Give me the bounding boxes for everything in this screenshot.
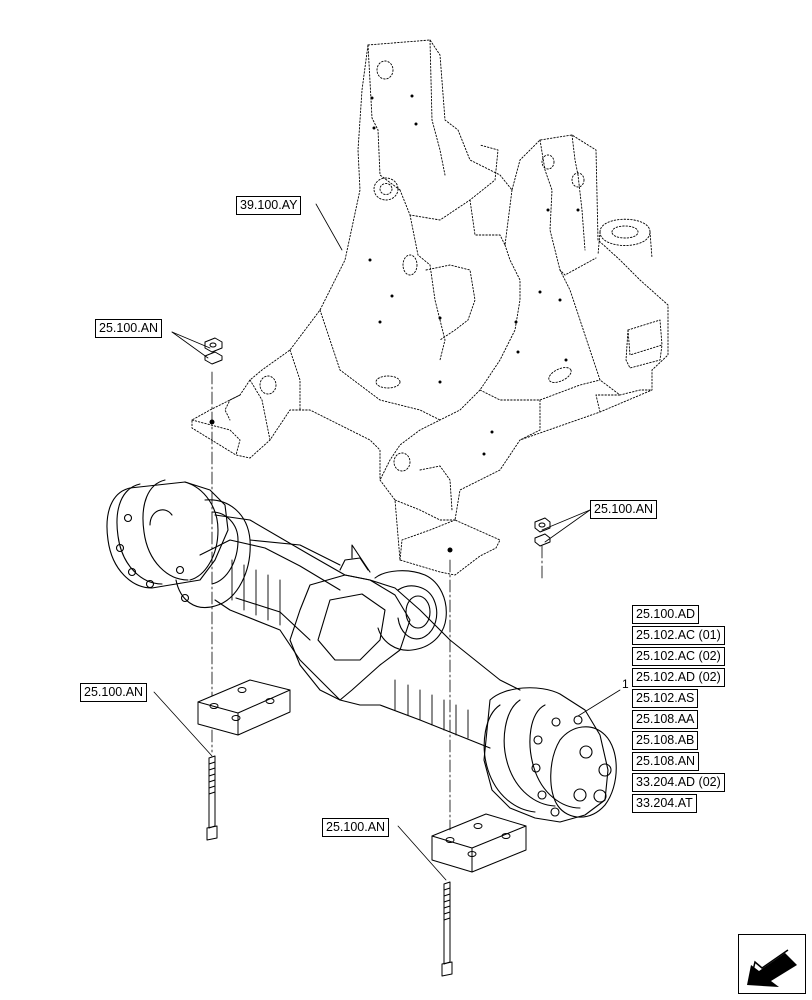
upper-left-nuts <box>204 337 223 365</box>
reference-list-item[interactable]: 33.204.AT <box>632 794 697 813</box>
frame-mount-holes <box>209 94 580 553</box>
reference-list-item[interactable]: 33.204.AD (02) <box>632 773 725 792</box>
lower-left-bolt <box>206 755 218 841</box>
leader-lines <box>153 203 621 881</box>
item-number-label: 1 <box>622 677 629 691</box>
upper-right-nuts <box>534 517 551 547</box>
reference-list-item[interactable]: 25.108.AN <box>632 752 700 771</box>
upper-left-reference-label[interactable]: 25.100.AN <box>95 319 163 338</box>
lower-left-pad <box>197 679 291 736</box>
front-frame <box>191 39 669 576</box>
front-axle-assembly <box>106 479 617 823</box>
lower-left-reference-label[interactable]: 25.100.AN <box>80 683 148 702</box>
reference-list-item[interactable]: 25.102.AC (01) <box>632 626 725 645</box>
reference-list-item[interactable]: 25.108.AA <box>632 710 699 729</box>
axle-fins <box>231 559 469 739</box>
reference-list-item[interactable]: 25.108.AB <box>632 731 699 750</box>
back-navigation-button[interactable] <box>738 934 806 994</box>
lower-center-reference-label[interactable]: 25.100.AN <box>322 818 390 837</box>
lower-center-pad <box>431 813 527 873</box>
center-lines <box>211 371 543 831</box>
lower-center-bolt <box>441 881 453 977</box>
upper-right-reference-label[interactable]: 25.100.AN <box>590 500 658 519</box>
reference-list-item[interactable]: 25.100.AD <box>632 605 700 624</box>
arrow-left-icon <box>747 949 797 987</box>
hub-bolts <box>115 513 583 817</box>
frame-reference-label[interactable]: 39.100.AY <box>236 196 302 215</box>
reference-list-item[interactable]: 25.102.AS <box>632 689 699 708</box>
reference-list-item[interactable]: 25.102.AC (02) <box>632 647 725 666</box>
reference-list-item[interactable]: 25.102.AD (02) <box>632 668 725 687</box>
